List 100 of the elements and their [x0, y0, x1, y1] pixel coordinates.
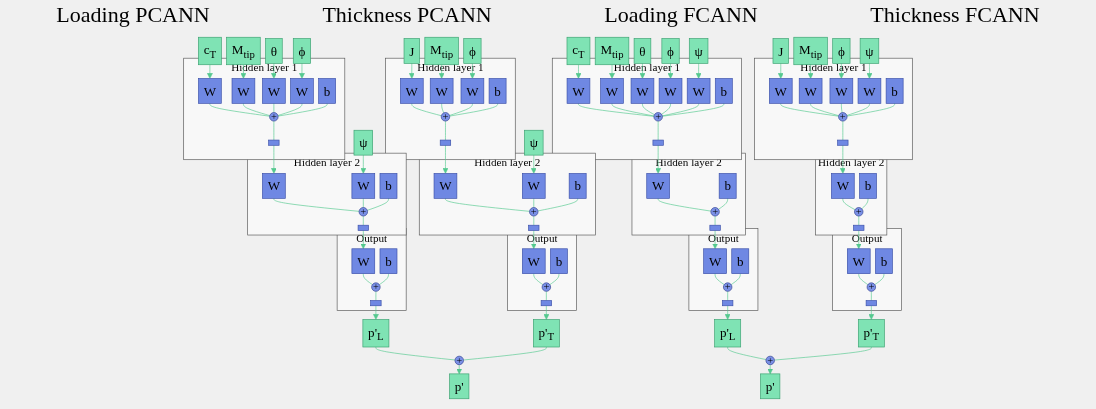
node-circle: + — [838, 111, 848, 121]
connector — [449, 102, 473, 116]
node-box: W — [857, 77, 882, 104]
connector — [861, 197, 869, 209]
node-box: p'$_{T}$ — [858, 318, 885, 347]
connector — [871, 290, 872, 301]
connector — [375, 346, 456, 360]
node-box: p'$_{L}$ — [714, 318, 742, 347]
node-box: c$_{T}$ — [198, 36, 222, 65]
node-circle: + — [440, 111, 451, 121]
connector — [662, 102, 699, 116]
node-box: W — [658, 77, 683, 104]
connector — [549, 272, 560, 285]
connector — [463, 346, 547, 360]
connector — [714, 272, 725, 285]
node-box — [528, 224, 540, 231]
node-box: W — [703, 247, 727, 274]
node-box: c$_{T}$ — [566, 36, 591, 65]
connector — [842, 120, 844, 140]
node-box: ϕ — [463, 37, 482, 64]
node-circle: + — [866, 282, 876, 292]
node-box: b — [885, 77, 904, 104]
node-box: W — [460, 77, 485, 104]
node-box: ψ — [353, 129, 373, 155]
node-box — [722, 299, 734, 306]
node-box — [837, 139, 849, 146]
node-box: J — [403, 37, 420, 64]
connector — [578, 102, 655, 117]
node-circle: + — [454, 355, 464, 365]
node-box: W — [433, 172, 458, 199]
connector — [657, 120, 659, 140]
node-box: M$_{tip}$ — [594, 36, 630, 65]
node-box — [853, 224, 865, 231]
connector — [273, 197, 360, 212]
connector — [277, 102, 303, 116]
node-circle: + — [371, 282, 381, 292]
node-box: W — [290, 77, 314, 104]
node-circle: + — [653, 111, 663, 121]
node-box: J — [772, 37, 789, 64]
node-box: ϕ — [292, 37, 311, 64]
node-box: W — [798, 77, 823, 104]
connector — [780, 102, 839, 117]
node-box: M$_{tip}$ — [793, 36, 828, 65]
connector — [445, 197, 530, 212]
node-box: W — [262, 77, 286, 104]
node-box: W — [351, 247, 376, 274]
node-box: ψ — [524, 129, 544, 155]
connector — [363, 272, 373, 285]
connector — [533, 215, 535, 226]
connector — [810, 102, 840, 116]
connector — [714, 215, 716, 226]
node-box: W — [847, 247, 871, 274]
panel-title: Loading PCANN — [56, 2, 210, 28]
connector — [846, 102, 870, 116]
connector — [727, 290, 728, 301]
node-box — [439, 139, 451, 146]
node-box: W — [351, 172, 376, 199]
connector — [243, 102, 271, 116]
node-box: W — [566, 77, 591, 104]
connector — [367, 197, 389, 211]
node-box: W — [198, 77, 222, 104]
connector — [842, 197, 856, 210]
connector — [445, 120, 446, 140]
connector — [379, 272, 389, 285]
node-box: b — [875, 247, 893, 274]
node-circle: + — [269, 111, 279, 121]
node-circle: + — [710, 206, 720, 216]
node-box: θ — [265, 37, 283, 64]
node-box: M$_{tip}$ — [424, 36, 459, 65]
connector — [642, 102, 655, 115]
connector — [411, 102, 442, 116]
connector — [858, 215, 860, 226]
connector — [441, 102, 445, 113]
connector — [273, 102, 275, 113]
node-box: p'$_{T}$ — [533, 318, 560, 347]
node-box: W — [831, 172, 855, 199]
connector — [537, 197, 578, 211]
panel-title: Loading FCANN — [604, 2, 758, 28]
node-box — [268, 139, 280, 146]
node-circle: + — [541, 282, 551, 292]
node-circle: + — [529, 206, 539, 216]
connector — [874, 272, 885, 285]
node-box: ψ — [859, 37, 880, 64]
node-box: M$_{tip}$ — [226, 36, 261, 65]
node-box: b — [731, 247, 750, 274]
node-box: W — [630, 77, 655, 104]
connector — [858, 272, 869, 285]
connector — [533, 197, 535, 208]
node-box: W — [400, 77, 424, 104]
node-box: W — [600, 77, 624, 104]
connector — [730, 272, 741, 285]
node-box: W — [262, 172, 286, 199]
node-box — [865, 299, 877, 306]
node-box: b — [568, 172, 587, 199]
node-circle: + — [358, 206, 368, 216]
node-box: b — [550, 247, 568, 274]
node-box: b — [379, 247, 398, 274]
connector — [718, 197, 728, 210]
panel-title: Thickness PCANN — [322, 2, 492, 28]
connector — [727, 346, 767, 360]
